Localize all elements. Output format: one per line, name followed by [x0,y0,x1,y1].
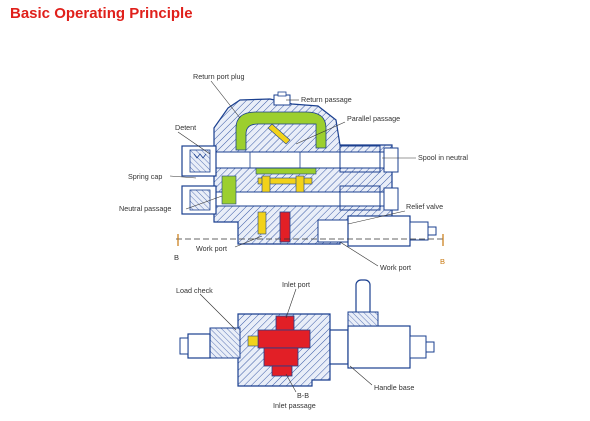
label-return-port-plug: Return port plug [193,72,245,81]
upper-leader-lines [169,80,416,267]
handle-base [347,325,411,369]
parallel-passage [267,123,291,145]
label-work-port-left: Work port [196,244,228,253]
section-line-b [176,234,446,246]
spool-end-cap [383,147,399,173]
handle-stem [355,279,371,317]
lower-leader-lines [199,288,373,393]
label-parallel-passage: Parallel passage [347,114,401,123]
label-inlet-passage: Inlet passage [273,401,316,410]
inlet-passage [263,347,299,367]
label-return-passage: Return passage [301,95,352,104]
section-mark-right: B [440,257,446,266]
label-section-b-b: B-B [297,391,309,400]
load-check [209,327,241,359]
label-handle-base: Handle base [374,383,415,392]
label-detent: Detent [175,123,197,132]
label-load-check: Load check [176,286,213,295]
neutral-passage [221,175,237,205]
relief-valve-housing [347,215,411,247]
section-mark-left: B [174,253,180,262]
spool [201,151,395,169]
upper-valve-section [181,91,437,247]
lower-valve-section [179,279,435,387]
page-title: Basic Operating Principle [10,5,193,22]
label-spring-cap: Spring cap [128,172,163,181]
label-neutral-passage: Neutral passage [119,204,172,213]
label-work-port-right: Work port [380,263,412,272]
label-spool-in-neutral: Spool in neutral [418,153,468,162]
work-port-red [279,211,291,243]
label-inlet-port: Inlet port [282,280,310,289]
label-relief-valve: Relief valve [406,202,444,211]
return-passage [235,111,327,151]
